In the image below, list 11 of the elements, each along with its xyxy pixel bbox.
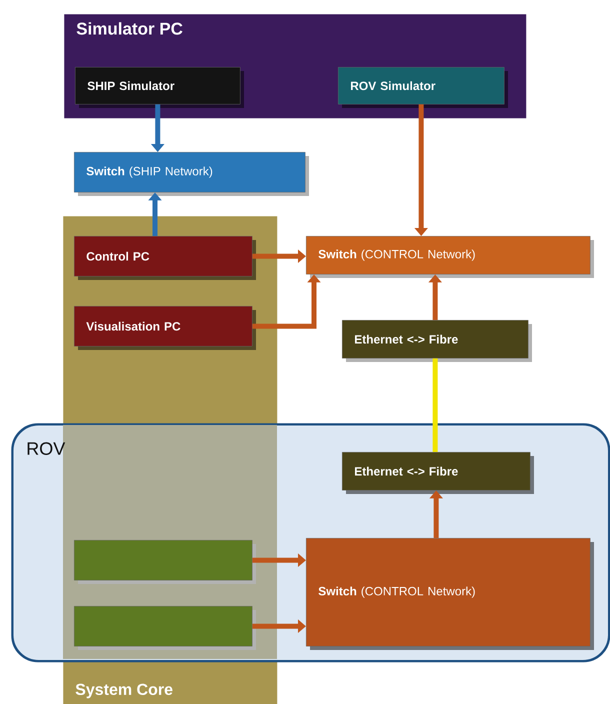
board-box [74,540,252,580]
switch-box: Switch (SHIP Network) [74,152,306,192]
module-box: ROV Simulator [338,67,504,104]
board-box [74,606,252,646]
converter-box: Ethernet <-> Fibre [342,320,528,358]
computer-box: Control PC [74,236,252,276]
module-box: SHIP Simulator [75,67,240,104]
converter-box: Ethernet <-> Fibre [342,452,530,490]
switch-box: Switch (CONTROL Network) [306,236,590,274]
switch-box: Switch (CONTROL Network) [306,538,590,646]
computer-box: Visualisation PC [74,306,252,346]
